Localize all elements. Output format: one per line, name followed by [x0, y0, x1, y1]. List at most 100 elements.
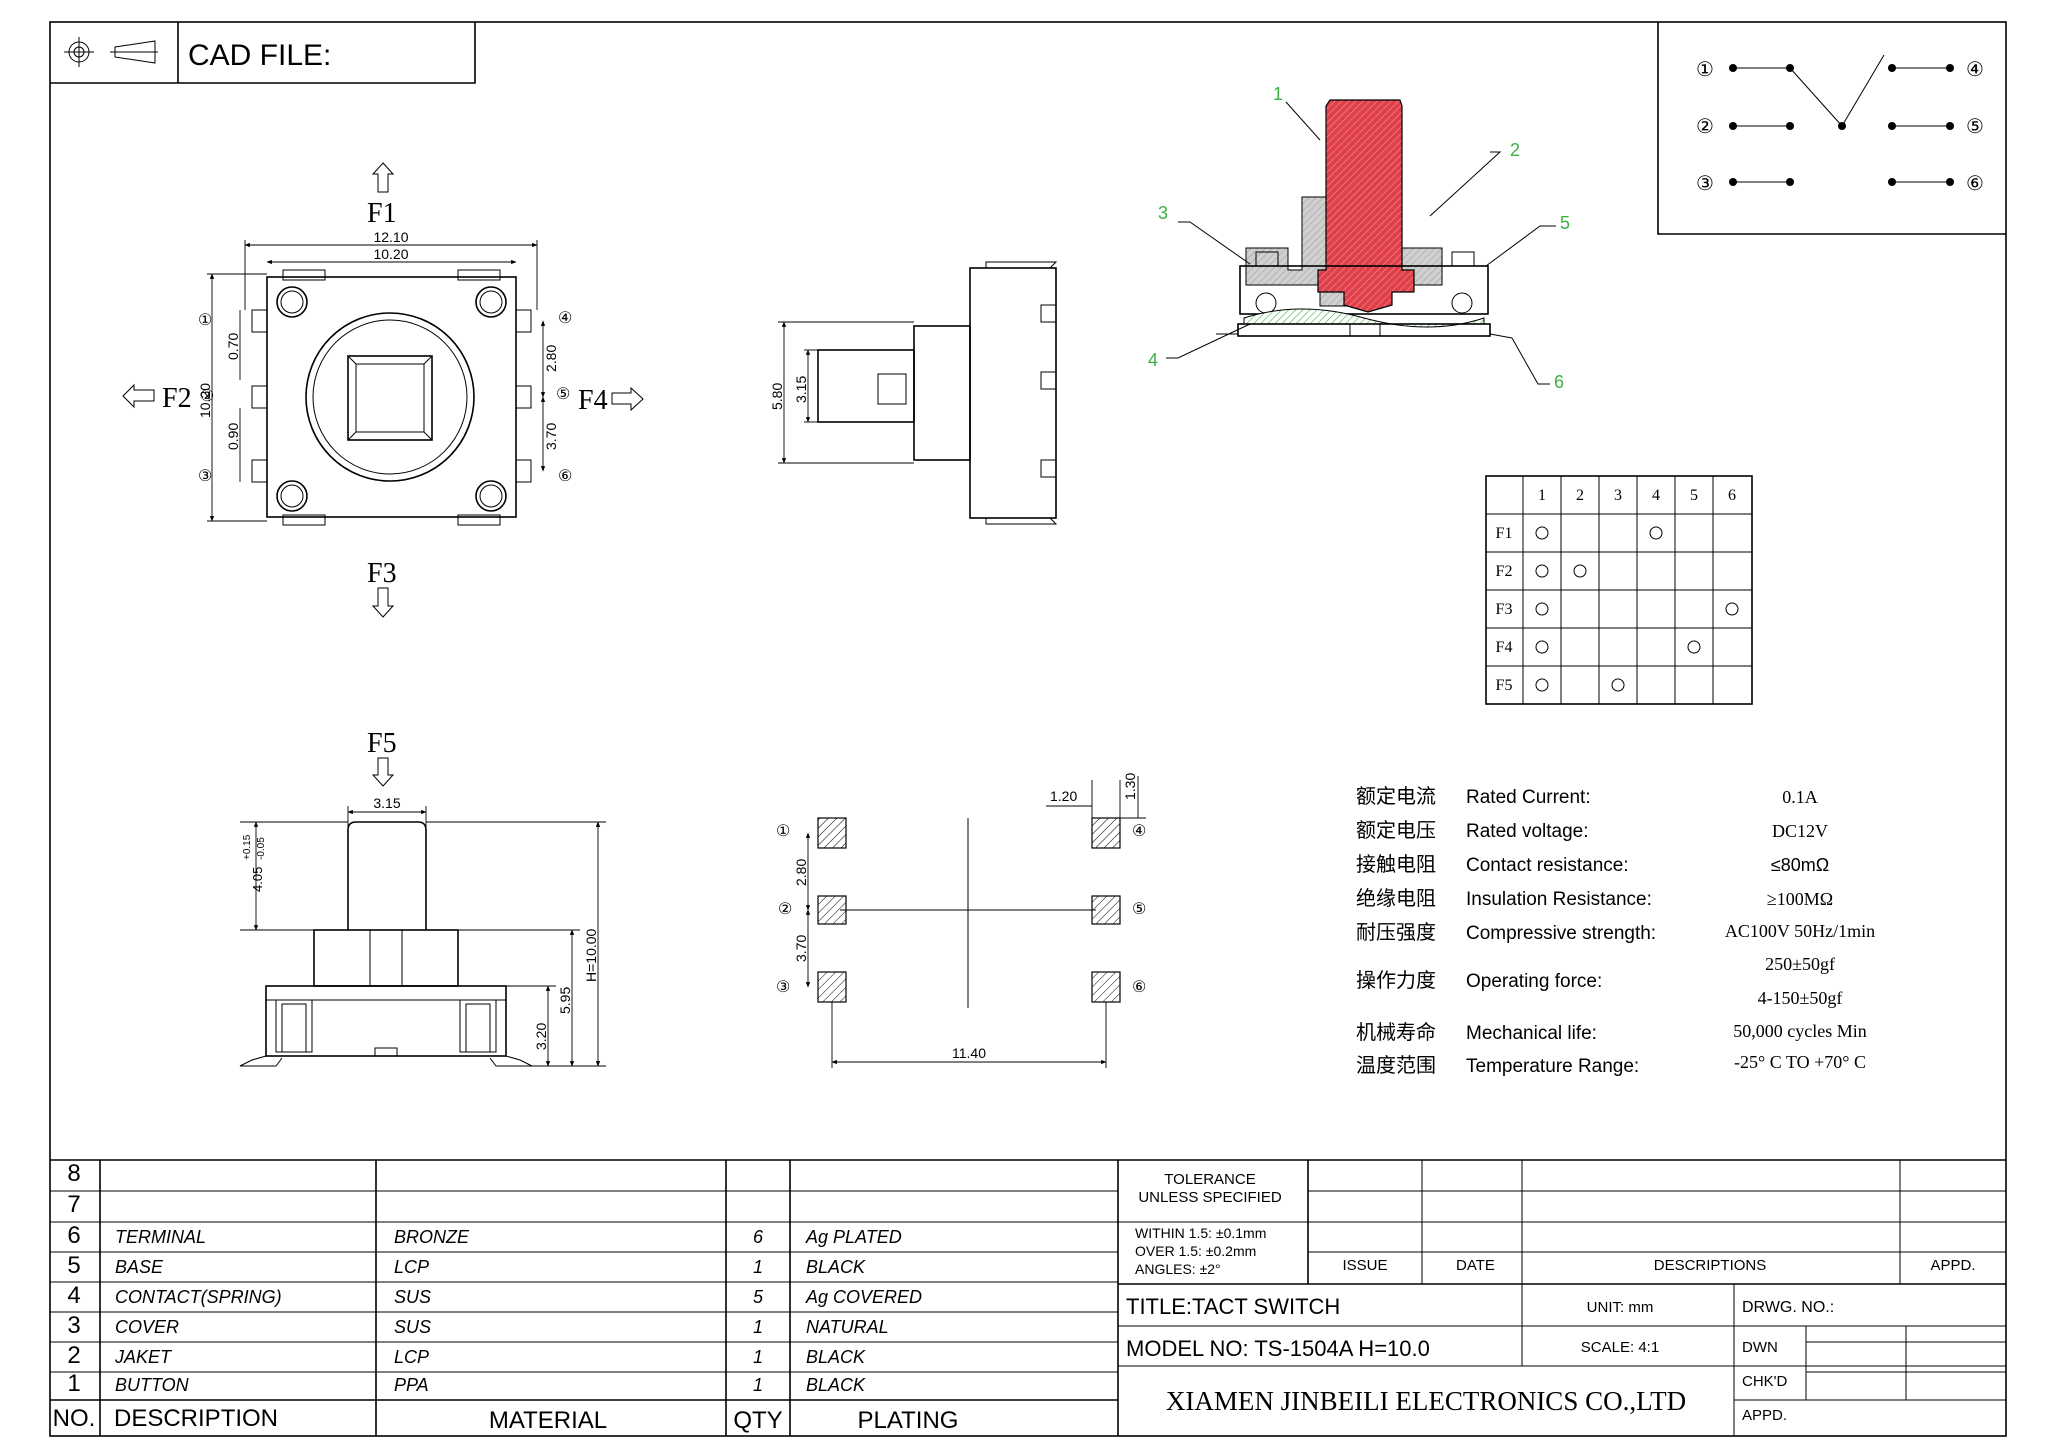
bom-row-qty: 1 [753, 1317, 763, 1337]
descriptions-label: DESCRIPTIONS [1654, 1257, 1767, 1274]
tt-col-6: 6 [1728, 487, 1736, 504]
title-block: TOLERANCE UNLESS SPECIFIED WITHIN 1.5: ±… [1118, 1160, 2006, 1436]
date-label: DATE [1456, 1257, 1495, 1274]
spec-en-contact-resistance: Contact resistance: [1466, 855, 1629, 876]
truth-mark-f5-3 [1611, 678, 1625, 692]
truth-table: 1 2 3 4 5 6 F1 F2 F3 F4 F5 [1485, 475, 1753, 705]
truth-mark-f3-1 [1535, 602, 1549, 616]
truth-mark-f1-4 [1649, 526, 1663, 540]
circuit-diagram: ① ② ③ ④ ⑤ ⑥ [1657, 22, 2006, 235]
force-label-f4: F4 [578, 385, 608, 416]
tt-col-2: 2 [1576, 487, 1584, 504]
tol-line-3: ANGLES: ±2° [1135, 1261, 1221, 1277]
truth-mark-f2-2 [1573, 564, 1587, 578]
front-dim-3-20: 3.20 [533, 1023, 549, 1050]
spec-val-temperature: -25° C TO +70° C [1734, 1052, 1866, 1072]
bom-row-no: 4 [67, 1282, 80, 1309]
spec-val-operating-force: 250±50gf [1765, 954, 1835, 974]
unit-label: UNIT: mm [1587, 1299, 1654, 1316]
force-label-f5: F5 [367, 728, 397, 759]
spec-cn-rated-current: 额定电流 [1356, 785, 1436, 808]
side-dim-5-80: 5.80 [769, 383, 785, 410]
spec-val-operating-force-2: 4-150±50gf [1758, 988, 1843, 1008]
arrow-right-icon [611, 386, 644, 412]
pcb-dim-2-80: 2.80 [793, 859, 809, 886]
pcb-pin-1: ① [776, 823, 790, 840]
model-number: MODEL NO: TS-1504A H=10.0 [1126, 1336, 1430, 1361]
cad-file-label: CAD FILE: [188, 39, 331, 72]
pcb-pin-2: ② [778, 901, 792, 918]
front-dim-h: H=10.00 [583, 928, 599, 982]
truth-mark-f4-5 [1687, 640, 1701, 654]
dim-2-80-top: 2.80 [543, 345, 559, 372]
bom-row-qty: 6 [753, 1227, 764, 1247]
arrow-down-icon [371, 587, 395, 618]
tt-row-f1: F1 [1496, 525, 1513, 542]
side-view: 5.80 3.15 [769, 261, 1058, 525]
pcb-dim-3-70: 3.70 [793, 935, 809, 962]
tol-title: TOLERANCE [1164, 1171, 1255, 1188]
pin-label-5: ⑤ [556, 386, 570, 403]
bom-row-material: LCP [394, 1257, 429, 1277]
bom-row-qty: 1 [753, 1347, 763, 1367]
spec-en-insulation: Insulation Resistance: [1466, 889, 1652, 910]
tt-row-f4: F4 [1496, 639, 1513, 656]
bom-row-plating: BLACK [806, 1257, 866, 1277]
pcb-dim-1-20: 1.20 [1050, 788, 1077, 804]
spec-val-mechanical-life: 50,000 cycles Min [1733, 1021, 1866, 1041]
callout-6: 6 [1554, 372, 1564, 392]
bom-row-material: SUS [394, 1287, 431, 1307]
dim-10-20-left: 10.20 [197, 383, 213, 418]
bom-row-plating: Ag PLATED [805, 1227, 902, 1247]
specifications: 额定电流 Rated Current: 0.1A 额定电压 Rated volt… [1356, 785, 1875, 1077]
pcb-layout: ① ② ③ ④ ⑤ ⑥ 1.20 1.30 2.80 3.70 11.40 [776, 773, 1146, 1068]
truth-mark-f2-1 [1535, 564, 1549, 578]
circuit-pin-4: ④ [1966, 59, 1984, 81]
bom-header-plating: PLATING [858, 1407, 959, 1434]
dim-12-10: 12.10 [373, 229, 408, 245]
arrow-left-icon [122, 383, 155, 409]
company-name: XIAMEN JINBEILI ELECTRONICS CO.,LTD [1166, 1386, 1686, 1416]
spec-cn-temperature: 温度范围 [1356, 1054, 1436, 1077]
spec-en-temperature: Temperature Range: [1466, 1056, 1639, 1077]
drwg-no-label: DRWG. NO.: [1742, 1299, 1834, 1316]
truth-mark-f4-1 [1535, 640, 1549, 654]
pin-label-3: ③ [198, 468, 212, 485]
tol-line-2: OVER 1.5: ±0.2mm [1135, 1243, 1256, 1259]
bom-header-desc: DESCRIPTION [114, 1405, 278, 1432]
button-section [1317, 99, 1415, 313]
bom-row-desc: CONTACT(SPRING) [115, 1287, 282, 1307]
tol-sub: UNLESS SPECIFIED [1138, 1189, 1282, 1206]
cad-file-header: CAD FILE: [50, 22, 476, 84]
bom-row-plating: BLACK [806, 1347, 866, 1367]
front-dim-4-05: 4.05 [250, 867, 265, 892]
spec-val-insulation: ≥100MΩ [1767, 889, 1833, 909]
tt-col-5: 5 [1690, 487, 1698, 504]
spec-cn-operating-force: 操作力度 [1356, 969, 1436, 992]
bom-row-plating: BLACK [806, 1375, 866, 1395]
pin-label-1: ① [198, 312, 212, 329]
spec-en-mechanical-life: Mechanical life: [1466, 1023, 1597, 1044]
bom-row-no: 8 [67, 1160, 80, 1187]
callout-3: 3 [1158, 203, 1168, 223]
spec-val-compressive: AC100V 50Hz/1min [1725, 921, 1875, 941]
force-label-f2: F2 [162, 383, 192, 414]
front-tol-plus: +0.15 [242, 834, 253, 860]
dim-0-90: 0.90 [225, 423, 241, 450]
front-dim-3-15: 3.15 [373, 795, 400, 811]
projection-symbol-icon [64, 37, 158, 67]
appd-label-2: APPD. [1742, 1407, 1787, 1424]
bom-row-material: BRONZE [394, 1227, 470, 1247]
arrow-up-icon [371, 162, 395, 193]
pin-label-6: ⑥ [558, 468, 572, 485]
spec-cn-compressive: 耐压强度 [1356, 921, 1436, 944]
callout-1: 1 [1273, 84, 1283, 104]
front-dim-5-95: 5.95 [557, 987, 573, 1014]
scale-label: SCALE: 4:1 [1581, 1339, 1659, 1356]
truth-table-marks [1535, 526, 1739, 692]
tol-line-1: WITHIN 1.5: ±0.1mm [1135, 1225, 1266, 1241]
pcb-dim-1-30: 1.30 [1122, 773, 1138, 800]
bom-row-material: LCP [394, 1347, 429, 1367]
